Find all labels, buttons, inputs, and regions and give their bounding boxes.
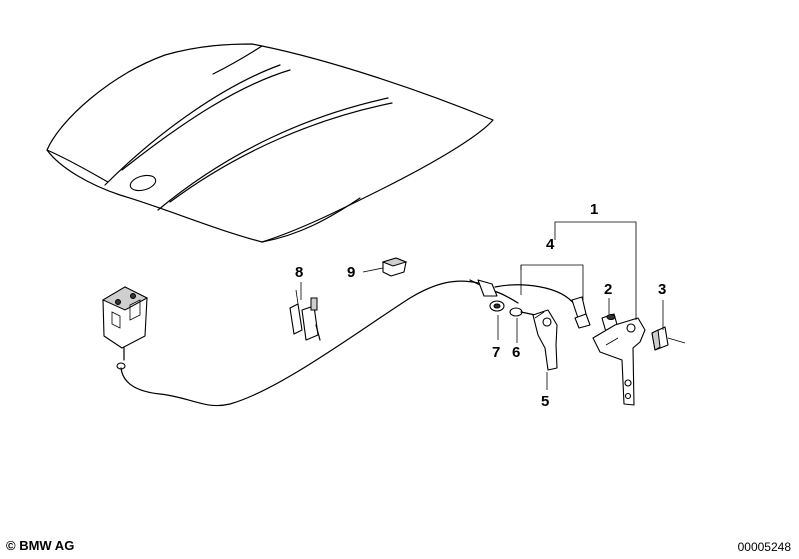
release-lever-part-5: [532, 309, 558, 371]
cable-holder-part-8: [289, 289, 321, 341]
callout-8: 8: [295, 264, 303, 281]
callout-5: 5: [541, 393, 549, 410]
callout-7: 7: [492, 344, 500, 361]
copyright-label: © BMW AG: [6, 538, 75, 553]
bracket: [592, 317, 646, 406]
nut-part-7: [489, 300, 505, 312]
diagram-id-label: 00005248: [737, 540, 791, 554]
callout-1: 1: [590, 201, 598, 218]
hood-lock: [101, 286, 149, 370]
clip-nut-part-3: [651, 326, 686, 351]
clip-part-9: [381, 257, 408, 277]
callout-3: 3: [658, 281, 666, 298]
cable-clamp-part-4: [571, 296, 591, 329]
engine-hood: [46, 43, 494, 243]
callout-2: 2: [604, 281, 612, 298]
callout-6: 6: [512, 344, 520, 361]
leader-lines: [300, 221, 664, 390]
bowden-cable: [120, 280, 479, 407]
callout-4: 4: [546, 236, 555, 253]
inner-cable: [494, 284, 576, 306]
callout-9: 9: [347, 264, 355, 281]
cable-end: [477, 279, 498, 297]
